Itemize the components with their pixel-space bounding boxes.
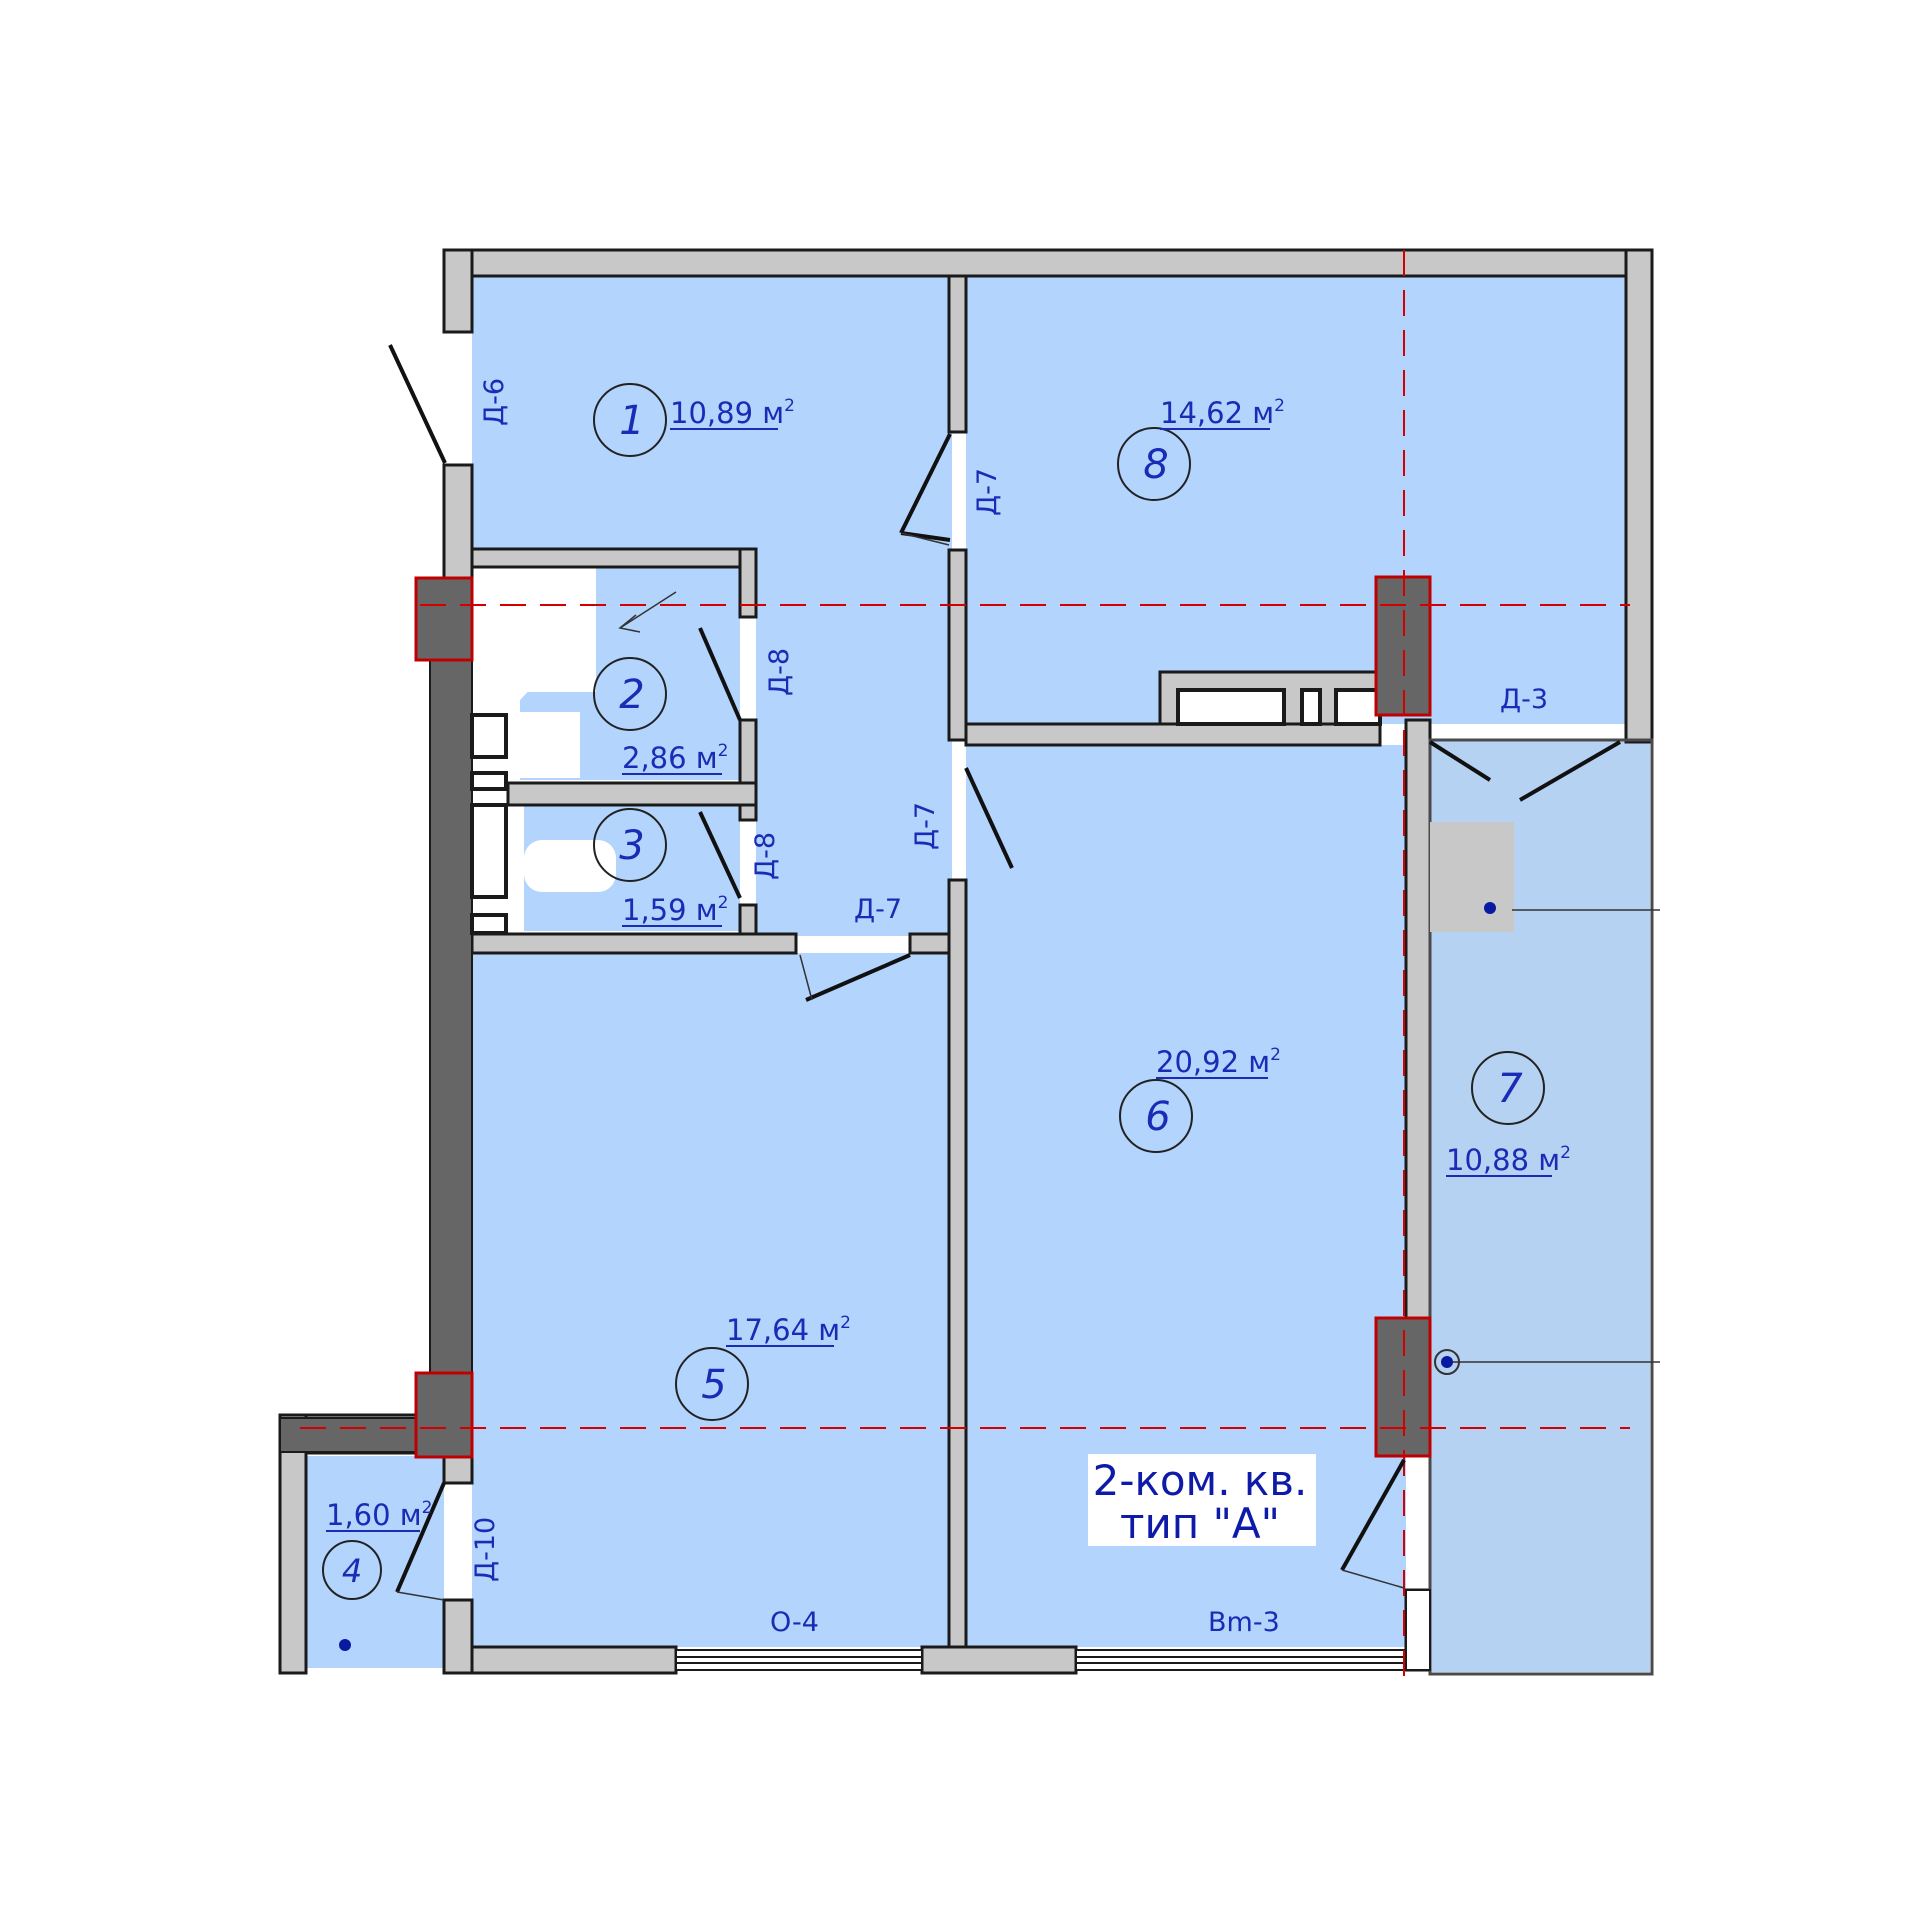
wall-left-mid <box>442 463 474 585</box>
room-1-area: 10,89 м2 <box>670 396 795 430</box>
bath-shafts <box>470 688 1382 935</box>
balcony-7-dot <box>1484 902 1496 914</box>
vent-2 <box>1300 688 1322 726</box>
window-o4-label: O-4 <box>770 1607 819 1638</box>
room-6-area: 20,92 м2 <box>1156 1045 1281 1079</box>
column-left-lower <box>414 1371 474 1459</box>
wall-top <box>442 248 1654 278</box>
room-areas: 10,89 м2 2,86 м2 1,59 м2 1,60 м2 17,64 м… <box>326 396 1571 1532</box>
floor-fills <box>306 276 1650 1672</box>
window-bm3 <box>1075 1649 1431 1671</box>
area-underlines <box>326 428 1552 1532</box>
door-d7-middle-label: Д-7 <box>910 802 941 850</box>
room-number-circles <box>322 383 1545 1600</box>
room-3-area: 1,59 м2 <box>622 893 729 927</box>
balcony-7-outlet-dot <box>1441 1356 1453 1368</box>
room-7-number: 7 <box>1497 1066 1523 1112</box>
door-d8-lower-label: Д-8 <box>750 832 781 880</box>
room-5-area: 17,64 м2 <box>726 1313 851 1347</box>
room-6-number: 6 <box>1145 1094 1170 1140</box>
room-8-area: 14,62 м2 <box>1160 396 1285 430</box>
room-7-area: 10,88 м2 <box>1446 1143 1571 1177</box>
shaft-4 <box>470 913 508 935</box>
vent-1 <box>1176 688 1286 726</box>
balcony-7-outlet-ring <box>1434 1349 1460 1375</box>
balcony-7-fixture <box>1430 822 1514 932</box>
room-8-number: 8 <box>1143 442 1168 488</box>
wall-right-upper <box>1624 248 1654 744</box>
wall-bottom-mid <box>920 1645 1078 1675</box>
room-4-dot <box>339 1639 351 1651</box>
door-d8-upper-label: Д-8 <box>764 648 795 696</box>
shaft-3 <box>470 803 508 899</box>
wall-bath-mid <box>506 781 758 807</box>
door-d6-label: Д-6 <box>479 378 510 426</box>
window-bm3-side <box>1405 1589 1431 1671</box>
wall-bath-right <box>738 547 758 619</box>
room-5-floor <box>472 953 952 1647</box>
wall-8-bottom <box>964 722 1382 747</box>
plan-title-line2: тип "A" <box>1120 1499 1280 1548</box>
room-4-area: 1,60 м2 <box>326 1498 433 1532</box>
room-numbers: 1 2 3 4 5 6 7 8 <box>342 398 1523 1590</box>
wall-6-7 <box>1404 718 1432 1322</box>
room-8-floor <box>966 276 1626 724</box>
room-5-number: 5 <box>701 1362 726 1408</box>
door-d3-label: Д-3 <box>1500 684 1548 715</box>
door-d7-upper-label: Д-7 <box>972 468 1003 516</box>
plan-title-line1: 2-ком. кв. <box>1093 1456 1308 1505</box>
balcony-7-outline <box>1428 738 1654 1676</box>
wall-left-bottom <box>442 1598 474 1675</box>
room-1-number: 1 <box>619 398 644 444</box>
plan-title-box <box>1088 1454 1316 1546</box>
vent-3 <box>1334 688 1382 726</box>
door-d10-label: Д-10 <box>470 1517 501 1582</box>
wall-5-top <box>470 932 798 955</box>
window-o4 <box>675 1649 923 1671</box>
door-d7-lower-label: Д-7 <box>854 894 902 925</box>
shaft-2 <box>470 771 508 791</box>
wall-bath-top <box>470 547 758 569</box>
door-swings <box>388 344 1622 1593</box>
room-4-floor <box>306 1456 444 1668</box>
wall-1-8-bottom <box>947 548 968 742</box>
room-2-area: 2,86 м2 <box>622 741 729 775</box>
door-swing-thin <box>396 532 1660 1601</box>
wall-bottom-left <box>442 1645 678 1675</box>
wall-left-top <box>442 248 474 334</box>
room-3-fixture <box>524 840 616 892</box>
room-2-number: 2 <box>619 672 644 718</box>
room-4-number: 4 <box>342 1552 362 1590</box>
windows <box>675 1589 1431 1671</box>
room-3-number: 3 <box>619 823 644 869</box>
window-bm3-label: Bm-3 <box>1208 1607 1280 1638</box>
room-2-fixture-corner <box>472 567 596 692</box>
shaft-1 <box>470 713 508 759</box>
axis-lines <box>300 250 1630 1680</box>
wall-4-left <box>278 1413 308 1675</box>
wall-1-8-top <box>947 274 968 434</box>
column-left-upper <box>414 576 474 662</box>
door-labels: Д-6 Д-7 Д-8 Д-7 Д-8 Д-7 Д-3 Д-10 <box>470 378 1548 1582</box>
room-2-sink <box>520 712 580 778</box>
wall-5-6 <box>947 878 968 1649</box>
wall-left-dark <box>429 659 473 1381</box>
